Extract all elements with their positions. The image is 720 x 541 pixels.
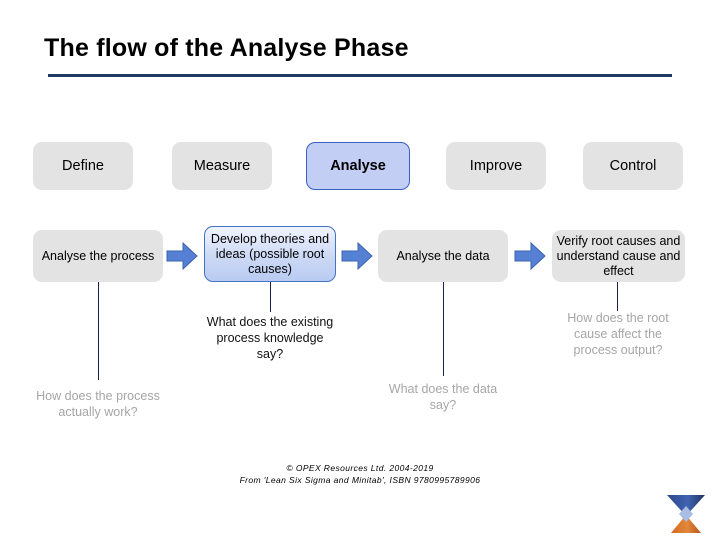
step-label: Verify root causes and understand cause … (556, 233, 681, 278)
opex-hourglass-logo-icon (664, 492, 708, 536)
phase-label: Improve (469, 158, 523, 174)
phase-label: Control (609, 158, 657, 174)
caption-what-does-data-say: What does the data say? (376, 381, 510, 413)
arrow-right-icon-3 (514, 241, 546, 271)
phase-box-improve[interactable]: Improve (446, 142, 546, 190)
phase-label: Measure (193, 158, 251, 174)
footer-source-line: From 'Lean Six Sigma and Minitab', ISBN … (239, 474, 481, 485)
footer-credits: © OPEX Resources Ltd. 2004-2019 From 'Le… (0, 463, 720, 486)
step-label: Analyse the process (41, 248, 155, 263)
title-underline-rule (48, 74, 672, 77)
caption-text: What does the data say? (388, 382, 498, 412)
caption-text: How does the process actually work? (36, 389, 160, 419)
phase-box-analyse[interactable]: Analyse (306, 142, 410, 190)
caption-root-cause-effect: How does the root cause affect the proce… (551, 310, 685, 358)
step-box-verify-root-causes[interactable]: Verify root causes and understand cause … (552, 230, 685, 282)
phase-box-control[interactable]: Control (583, 142, 683, 190)
arrow-right-icon-1 (166, 241, 198, 271)
caption-existing-process-knowledge: What does the existing process knowledge… (204, 314, 336, 362)
connector-line-1 (98, 282, 99, 380)
connector-line-2 (270, 282, 271, 312)
step-box-develop-theories[interactable]: Develop theories and ideas (possible roo… (204, 226, 336, 282)
phase-label: Define (62, 158, 104, 174)
phase-box-measure[interactable]: Measure (172, 142, 272, 190)
connector-line-3 (443, 282, 444, 376)
caption-text: How does the root cause affect the proce… (567, 311, 669, 357)
step-label: Develop theories and ideas (possible roo… (210, 231, 330, 276)
step-label: Analyse the data (396, 248, 490, 263)
connector-line-4 (617, 282, 618, 311)
step-box-analyse-the-data[interactable]: Analyse the data (378, 230, 508, 282)
caption-how-process-works: How does the process actually work? (24, 388, 172, 420)
phase-box-define[interactable]: Define (33, 142, 133, 190)
page-title: The flow of the Analyse Phase (44, 34, 409, 62)
step-box-analyse-the-process[interactable]: Analyse the process (33, 230, 163, 282)
arrow-right-icon-2 (341, 241, 373, 271)
footer-copyright-line: © OPEX Resources Ltd. 2004-2019 (286, 463, 434, 473)
phase-label: Analyse (330, 158, 386, 174)
caption-text: What does the existing process knowledge… (206, 315, 334, 361)
